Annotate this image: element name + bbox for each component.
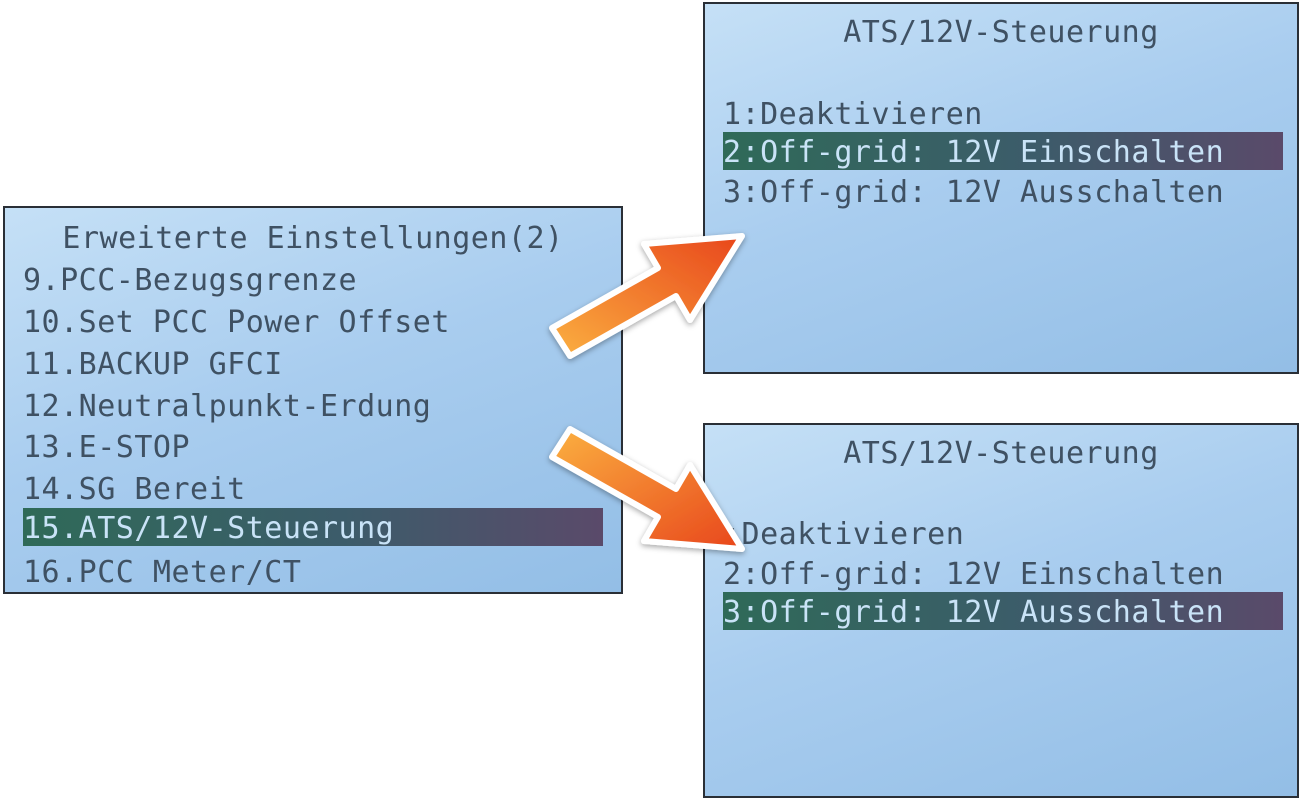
submenu-title: ATS/12V-Steuerung bbox=[843, 436, 1159, 471]
option-12v-ausschalten[interactable]: 3:Off-grid: 12V Ausschalten bbox=[723, 592, 1283, 630]
option-12v-ausschalten[interactable]: 3:Off-grid: 12V Ausschalten bbox=[723, 175, 1225, 210]
main-menu-title: Erweiterte Einstellungen(2) bbox=[62, 221, 564, 256]
menu-item-set-pcc-power-offset[interactable]: 10.Set PCC Power Offset bbox=[23, 305, 450, 340]
arrow-right-up-icon bbox=[549, 233, 745, 359]
menu-item-e-stop[interactable]: 13.E-STOP bbox=[23, 430, 191, 465]
menu-item-sg-bereit[interactable]: 14.SG Bereit bbox=[23, 472, 246, 507]
option-deaktivieren[interactable]: :Deaktivieren bbox=[723, 517, 965, 552]
menu-item-backup-gfci[interactable]: 11.BACKUP GFCI bbox=[23, 347, 283, 382]
option-12v-einschalten[interactable]: 2:Off-grid: 12V Einschalten bbox=[723, 557, 1225, 592]
submenu-title: ATS/12V-Steuerung bbox=[843, 15, 1159, 50]
menu-item-pcc-meter-ct[interactable]: 16.PCC Meter/CT bbox=[23, 555, 302, 590]
menu-item-neutralpunkt-erdung[interactable]: 12.Neutralpunkt-Erdung bbox=[23, 389, 432, 424]
main-menu-screen: Erweiterte Einstellungen(2) 9.PCC-Bezugs… bbox=[3, 206, 623, 594]
option-12v-einschalten[interactable]: 2:Off-grid: 12V Einschalten bbox=[723, 132, 1283, 170]
menu-item-ats-12v-steuerung[interactable]: 15.ATS/12V-Steuerung bbox=[23, 508, 603, 546]
ats-submenu-screen-einschalten: ATS/12V-Steuerung 1:Deaktivieren 2:Off-g… bbox=[703, 2, 1299, 374]
option-deaktivieren[interactable]: 1:Deaktivieren bbox=[723, 97, 983, 132]
menu-item-pcc-bezugsgrenze[interactable]: 9.PCC-Bezugsgrenze bbox=[23, 263, 358, 298]
arrow-right-down-icon bbox=[549, 426, 745, 552]
ats-submenu-screen-ausschalten: ATS/12V-Steuerung :Deaktivieren 2:Off-gr… bbox=[703, 423, 1299, 798]
